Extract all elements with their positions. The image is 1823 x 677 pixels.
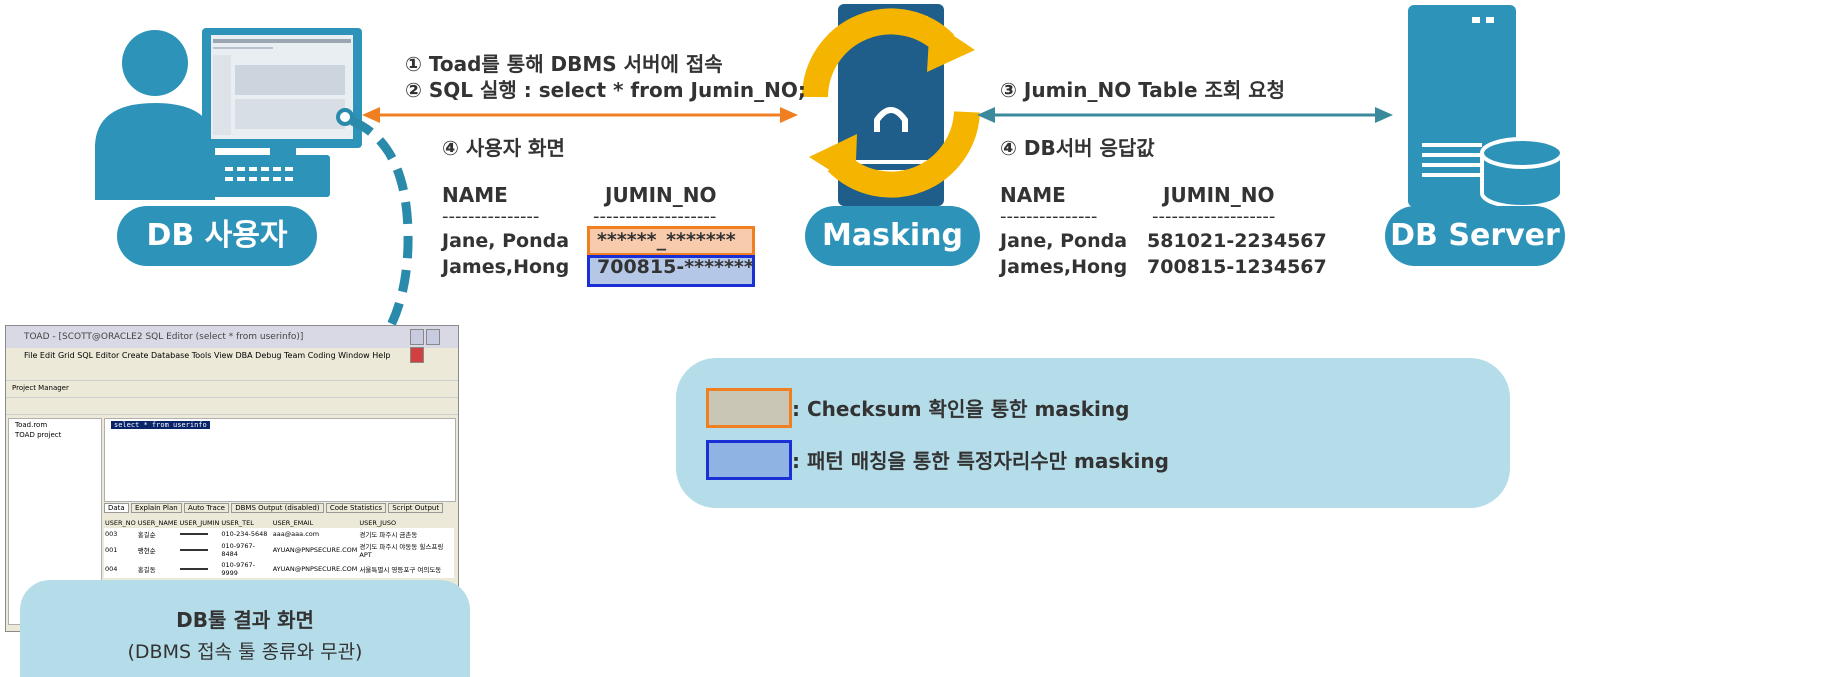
server-row-1-jumin: 581021-2234567 (1147, 230, 1327, 252)
grid-cell: 경기도 파주시 야동동 힐스프링APT (359, 543, 444, 559)
grid-header-cell: USER_TEL (221, 519, 254, 527)
tab-data: Data (104, 503, 129, 513)
user-table-divider-jumin: ------------------- (593, 206, 717, 227)
step-4-user: ④ 사용자 화면 (442, 136, 565, 160)
grid-cell: aaa@aaa.com (272, 530, 320, 538)
node-masking: Masking (805, 206, 980, 266)
toad-sql-query: select * from userinfo (111, 421, 210, 429)
user-table-col-name: NAME (442, 183, 508, 207)
server-row-2-jumin: 700815-1234567 (1147, 256, 1327, 278)
grid-cell: 003 (105, 530, 118, 538)
toad-menubar: File Edit Grid SQL Editor Create Databas… (24, 351, 391, 360)
toad-result-grid: USER_NO USER_NAME USER_JUMIN USER_TEL US… (104, 518, 454, 578)
grid-cell: 001 (105, 546, 118, 554)
tab-script-output: Script Output (388, 503, 444, 513)
grid-header-cell: USER_NO (105, 519, 136, 527)
server-row-2-name: James,Hong (1000, 256, 1128, 278)
grid-header-cell: USER_NAME (137, 519, 178, 527)
user-table-col-jumin: JUMIN_NO (605, 183, 717, 207)
grid-cell: 경기도 파주시 금촌동 (359, 531, 418, 539)
toad-title: TOAD - [SCOTT@ORACLE2 SQL Editor (select… (6, 326, 458, 348)
grid-cell: 010-234-5648 (221, 530, 268, 538)
legend-checksum-swatch (706, 388, 792, 428)
grid-cell: 010-9767-8484 (221, 542, 255, 558)
pattern-mask-box (587, 255, 755, 287)
user-icon (95, 28, 362, 200)
toad-tree-item: Toad.rom (15, 421, 48, 429)
toad-window-controls (410, 329, 454, 363)
server-table-col-jumin: JUMIN_NO (1163, 183, 1275, 207)
toad-toolbar-3 (6, 398, 458, 415)
legend-panel: : Checksum 확인을 통한 masking : 패턴 매칭을 통한 특정… (676, 358, 1510, 508)
grid-header-cell: USER_JUMIN (179, 519, 220, 527)
tab-auto-trace: Auto Trace (183, 503, 229, 513)
user-row-1-jumin: ******_******* (597, 229, 736, 251)
grid-cell: AYUAN@PNPSECURE.COM (272, 565, 358, 573)
user-row-1-name: Jane, Ponda (442, 230, 570, 252)
tab-code-statistics: Code Statistics (325, 503, 386, 513)
step-4-server: ④ DB서버 응답값 (1000, 136, 1155, 160)
toad-result-tabs: Data Explain Plan Auto Trace DBMS Output… (104, 503, 454, 516)
grid-header-cell: USER_JUSO (359, 519, 397, 527)
toad-tree-item: TOAD project (15, 431, 62, 439)
step-1: ① Toad를 통해 DBMS 서버에 접속 (405, 52, 723, 76)
user-row-2-name: James,Hong (442, 256, 570, 278)
grid-header-cell: USER_EMAIL (272, 519, 314, 527)
checksum-mask-box (587, 226, 755, 256)
grid-cell (179, 560, 221, 578)
masking-server-icon (802, 4, 980, 206)
grid-cell: 팽현순 (137, 547, 156, 555)
grid-cell: AYUAN@PNPSECURE.COM (272, 546, 358, 554)
server-table-divider-name: --------------- (1000, 206, 1098, 227)
server-table-col-name: NAME (1000, 183, 1066, 207)
user-masking-arrow (362, 107, 798, 123)
toad-toolbar-2: Project Manager (6, 381, 458, 398)
node-db-server: DB Server (1385, 206, 1565, 266)
grid-cell: 홍길동 (137, 566, 156, 574)
grid-cell: 004 (105, 565, 118, 573)
server-table-divider-jumin: ------------------- (1152, 206, 1276, 227)
grid-cell: 서울특별시 영등포구 여의도동 (359, 566, 442, 574)
tab-explain-plan: Explain Plan (130, 503, 182, 513)
legend-pattern-label: : 패턴 매칭을 통한 특정자리수만 masking (792, 449, 1169, 473)
grid-cell (179, 540, 221, 560)
toad-sql-editor: select * from userinfo (104, 418, 456, 502)
grid-cell: 010-9767-9999 (221, 561, 255, 577)
result-caption-subtitle: (DBMS 접속 툴 종류와 무관) (127, 641, 363, 663)
step-2: ② SQL 실행 : select * from Jumin_NO; (405, 78, 806, 102)
toad-project-manager: Project Manager (12, 384, 69, 392)
step-3: ③ Jumin_NO Table 조회 요청 (1000, 78, 1286, 102)
masking-server-arrow (977, 107, 1393, 123)
server-row-1-name: Jane, Ponda (1000, 230, 1128, 252)
user-table-divider-name: --------------- (442, 206, 540, 227)
result-caption-title: DB툴 결과 화면 (176, 608, 314, 632)
grid-row: 004 홍길동 010-9767-9999 AYUAN@PNPSECURE.CO… (104, 560, 454, 578)
result-caption-box: DB툴 결과 화면 (DBMS 접속 툴 종류와 무관) (20, 580, 470, 677)
legend-checksum-label: : Checksum 확인을 통한 masking (792, 397, 1130, 421)
grid-header-row: USER_NO USER_NAME USER_JUMIN USER_TEL US… (104, 518, 454, 528)
grid-row: 003 홍길순 010-234-5648 aaa@aaa.com 경기도 파주시… (104, 528, 454, 540)
grid-cell (179, 528, 221, 540)
user-row-2-jumin: 700815-******* (597, 256, 754, 278)
db-server-icon (1408, 5, 1564, 209)
grid-cell: 홍길순 (137, 531, 156, 539)
legend-pattern-swatch (706, 440, 792, 480)
grid-row: 001 팽현순 010-9767-8484 AYUAN@PNPSECURE.CO… (104, 540, 454, 560)
tab-dbms-output: DBMS Output (disabled) (231, 503, 324, 513)
node-db-user: DB 사용자 (117, 206, 317, 266)
toad-toolbar-1 (6, 364, 458, 381)
